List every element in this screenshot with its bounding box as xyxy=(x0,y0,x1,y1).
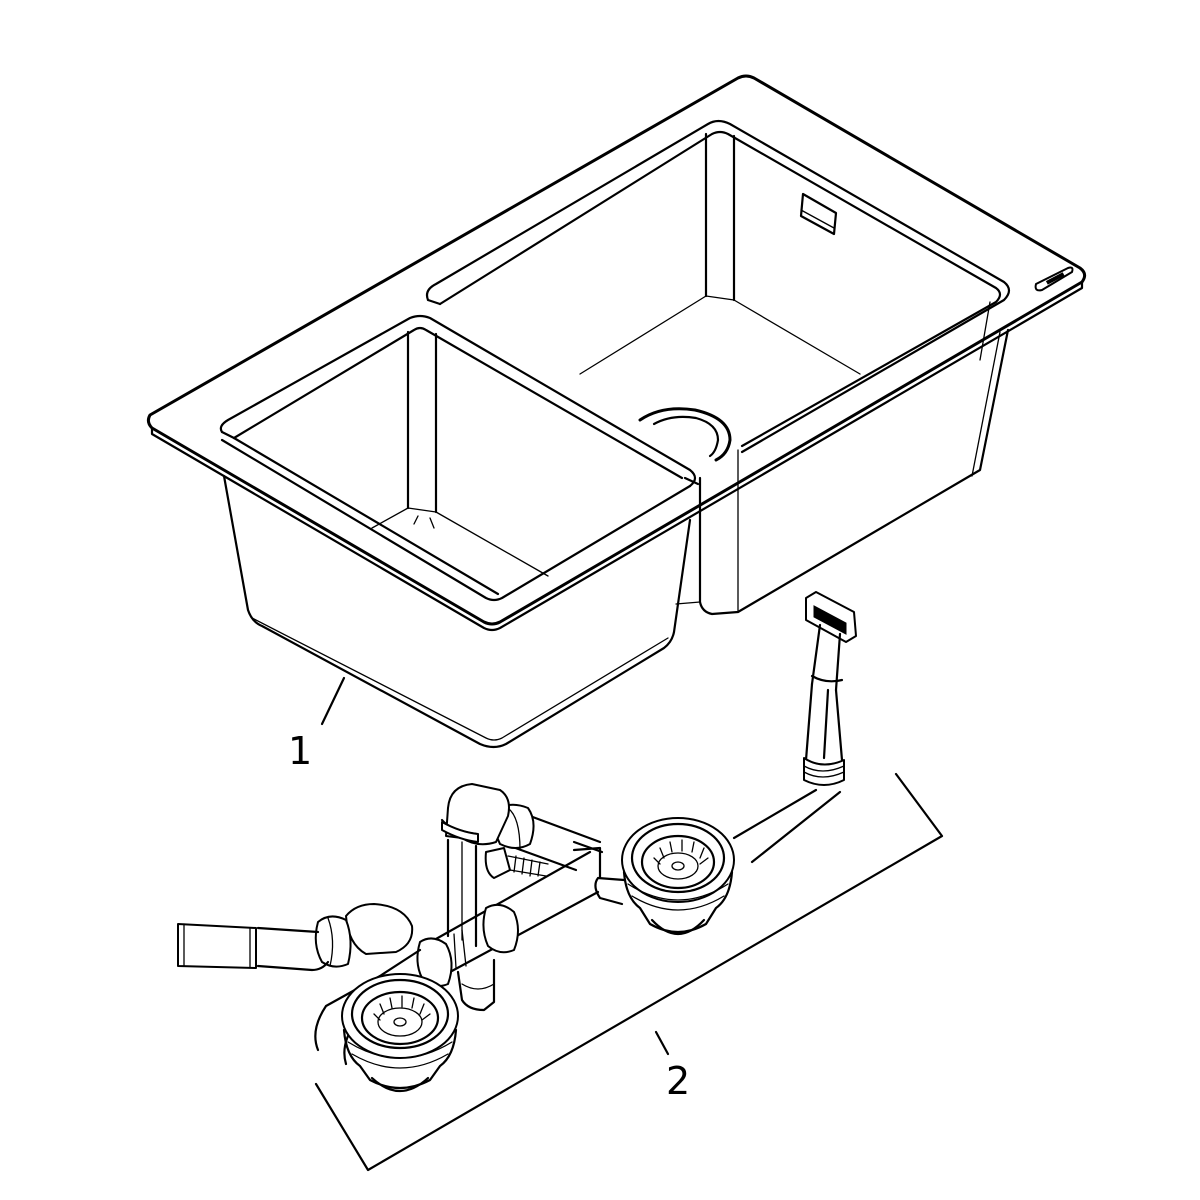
left-basket-strainer xyxy=(341,973,459,1092)
waste-set-part-2 xyxy=(177,591,857,1092)
hose-barb-connector xyxy=(484,847,549,879)
sink-deck-outline xyxy=(146,74,1087,626)
leader-line-1 xyxy=(320,676,346,726)
callout-label-2: 2 xyxy=(666,1059,691,1103)
outlet-elbow xyxy=(345,903,414,955)
pipe-collar-1 xyxy=(482,903,519,954)
leader-line-2 xyxy=(654,1030,670,1056)
sink-part-1 xyxy=(146,74,1087,749)
overflow-slot xyxy=(799,192,838,236)
overflow-hose xyxy=(732,591,857,864)
callout-label-1: 1 xyxy=(288,729,313,773)
outlet-pipe xyxy=(177,903,414,972)
lower-drain-pipe xyxy=(418,850,600,974)
small-bowl-rim xyxy=(219,314,697,488)
upper-elbow xyxy=(445,783,510,846)
right-basket-strainer xyxy=(621,817,735,935)
outlet-tail-pipe xyxy=(177,923,257,969)
large-bowl-drain-hole xyxy=(638,407,732,462)
large-bowl-rim xyxy=(425,119,1011,454)
small-bowl-body xyxy=(222,474,692,749)
large-bowl-body xyxy=(698,328,1010,616)
callout-bracket-2 xyxy=(314,772,944,1172)
pipe-collar-2 xyxy=(416,937,453,987)
